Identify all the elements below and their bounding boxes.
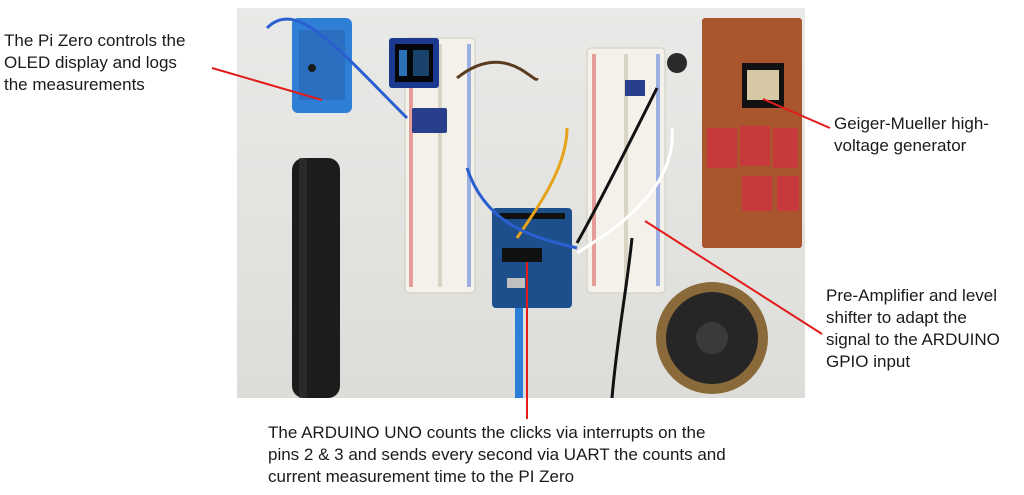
preamp-caption: Pre-Amplifier and level shifter to adapt… — [826, 286, 1000, 371]
opamp-module — [625, 80, 645, 96]
left-breadboard — [404, 37, 476, 294]
oled-display — [389, 38, 439, 88]
breadboard-photo — [237, 8, 805, 398]
speaker — [656, 282, 768, 394]
geiger-caption: Geiger-Mueller high- voltage generator — [834, 114, 989, 155]
geiger-tube — [292, 158, 340, 398]
capacitor — [667, 53, 687, 73]
level-shifter-module — [412, 108, 447, 133]
pi-zero-caption: The Pi Zero controls the OLED display an… — [4, 31, 186, 94]
arduino-uno-board — [492, 208, 572, 308]
arduino-caption: The ARDUINO UNO counts the clicks via in… — [268, 423, 726, 486]
hv-generator-perfboard — [702, 18, 802, 248]
photo-illustration — [265, 17, 802, 398]
pi-zero-case — [292, 18, 352, 113]
